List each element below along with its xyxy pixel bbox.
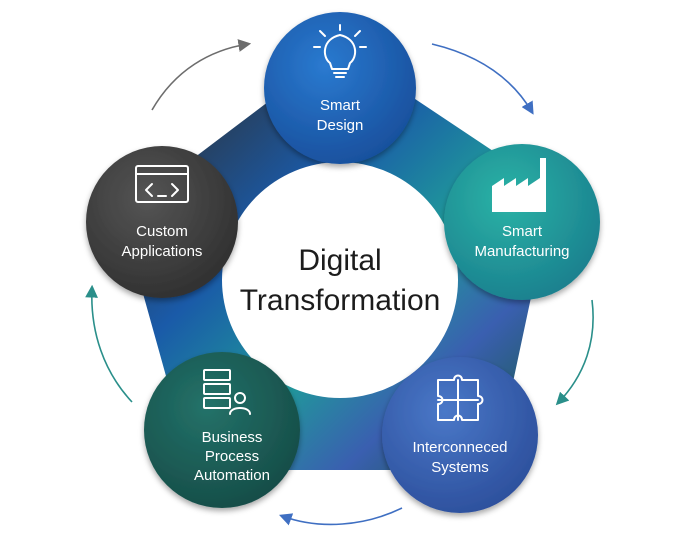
node-smart-manufacturing: Smart Manufacturing bbox=[444, 144, 600, 300]
node-interconnected-systems: Interconneced Systems bbox=[382, 357, 538, 513]
center-circle bbox=[222, 162, 458, 398]
cycle-arrows bbox=[85, 39, 594, 526]
center-title-line1: Digital bbox=[298, 244, 381, 277]
node-bpa-line1: Business bbox=[202, 429, 263, 446]
node-business-process-automation: Business Process Automation bbox=[144, 352, 300, 508]
node-smart-design: Smart Design bbox=[264, 12, 416, 164]
arrow-design-to-manufacturing bbox=[431, 43, 534, 115]
node-custom-applications: Custom Applications bbox=[86, 146, 238, 298]
puzzle-icon bbox=[437, 374, 484, 421]
node-interconnected-systems-line1: Interconneced bbox=[412, 439, 507, 456]
node-custom-applications-line2: Applications bbox=[122, 243, 203, 260]
node-smart-design-line1: Smart bbox=[320, 97, 361, 114]
node-smart-manufacturing-line1: Smart bbox=[502, 223, 543, 240]
node-smart-design-line2: Design bbox=[317, 117, 364, 134]
arrow-manufacturing-to-interconnected bbox=[555, 299, 594, 406]
factory-icon bbox=[492, 158, 546, 212]
arrow-bpa-to-custom bbox=[85, 284, 133, 403]
arrow-interconnected-to-bpa bbox=[278, 507, 403, 526]
node-interconnected-systems-line2: Systems bbox=[431, 459, 489, 476]
node-bpa-line3: Automation bbox=[194, 467, 270, 484]
checklist-user-icon bbox=[203, 369, 251, 415]
node-smart-manufacturing-line2: Manufacturing bbox=[474, 243, 569, 260]
arrow-custom-to-design bbox=[151, 39, 252, 111]
code-window-icon bbox=[135, 165, 189, 203]
node-bpa-line2: Process bbox=[205, 448, 259, 465]
lightbulb-icon bbox=[313, 24, 367, 78]
node-custom-applications-line1: Custom bbox=[136, 223, 188, 240]
center-title-line2: Transformation bbox=[240, 284, 441, 317]
